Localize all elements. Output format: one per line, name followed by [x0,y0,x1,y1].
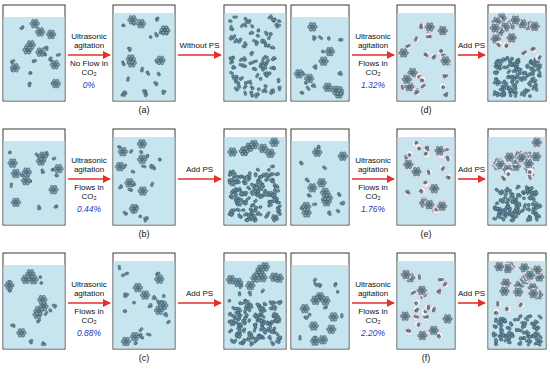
figure-ground: Ultrasonic agitationNo Flow in CO₂0%With… [0,0,550,378]
